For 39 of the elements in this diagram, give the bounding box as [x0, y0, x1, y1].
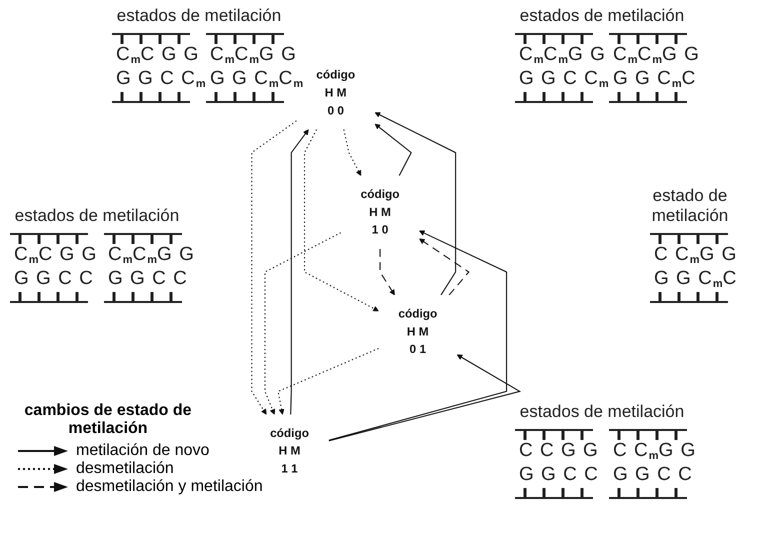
arrow — [380, 248, 395, 296]
sequence-text: C$_{m}$C$_{m}$G G — [108, 244, 195, 266]
arrow — [278, 348, 379, 415]
sequence-text: G G C$_{m}$C — [654, 268, 738, 290]
code-label: código H M 1 0 — [340, 176, 420, 249]
arrow — [419, 238, 470, 296]
legend-text: desmetilación y metilación — [76, 478, 263, 496]
sequence-text: C$_{m}$C$_{m}$G G — [210, 44, 297, 66]
arrow — [328, 230, 508, 441]
sequence-text: C$_{m}$C$_{m}$G G — [613, 44, 700, 66]
panel-heading: estados de metilación — [520, 402, 684, 422]
sequence-text: C$_{m}$C G G — [116, 44, 200, 66]
arrow — [290, 129, 309, 414]
arrow — [264, 232, 342, 415]
sequence-text: C$_{m}$C G G — [14, 244, 98, 266]
sequence-text: C C$_{m}$G G — [654, 244, 738, 266]
arrow — [343, 129, 362, 176]
sequence-text: C C$_{m}$G G — [613, 440, 696, 462]
arrow — [374, 112, 456, 296]
sequence-text: G G C$_{m}$C — [613, 68, 696, 90]
sequence-text: G G C C — [519, 464, 599, 486]
sequence-text: G G C C — [108, 268, 188, 290]
sequence-text: G G C C$_{m}$ — [116, 68, 206, 90]
sequence-text: C$_{m}$C$_{m}$G G — [519, 44, 606, 66]
sequence-text: G G C C — [14, 268, 94, 290]
legend-text: desmetilación — [76, 460, 174, 478]
arrow — [374, 124, 412, 176]
legend-text: metilación de novo — [76, 442, 210, 460]
sequence-text: G G C$_{m}$C$_{m}$ — [210, 68, 304, 90]
sequence-text: C C G G — [519, 440, 599, 462]
sequence-text: G G C C$_{m}$ — [519, 68, 609, 90]
panel-heading: estados de metilación — [116, 6, 282, 26]
arrow — [328, 354, 522, 442]
panel-heading: estados de metilación — [520, 6, 684, 26]
panel-heading: estados de metilación — [14, 206, 180, 226]
sequence-text: G G C C — [613, 464, 693, 486]
arrow — [251, 120, 297, 415]
arrow — [304, 129, 379, 312]
panel-heading: estado de metilación — [650, 186, 730, 226]
